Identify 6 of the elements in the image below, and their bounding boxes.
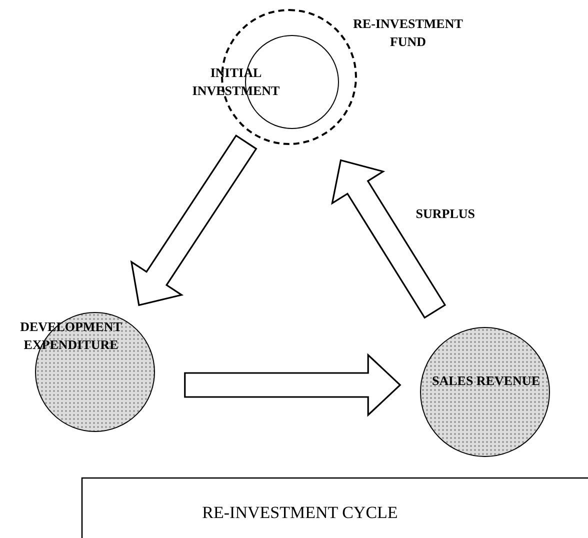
block-arrow [130, 134, 258, 306]
block-arrow [184, 353, 402, 417]
node-label: RE-INVESTMENT FUND [353, 15, 463, 50]
diagram-title: RE-INVESTMENT CYCLE [201, 503, 399, 523]
node-label: SALES REVENUE [431, 372, 541, 390]
block-arrow [331, 159, 446, 319]
